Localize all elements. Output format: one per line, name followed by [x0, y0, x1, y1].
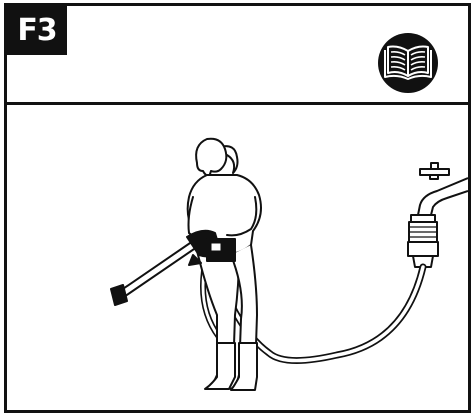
figure-header: F3 [7, 6, 468, 105]
pressure-washer-gun [110, 229, 236, 306]
open-book-icon [378, 33, 438, 93]
figure-frame: F3 [4, 3, 471, 413]
water-tap-icon [407, 162, 468, 268]
figure-label: F3 [17, 13, 57, 48]
figure-label-badge: F3 [7, 6, 67, 55]
pressure-washer-illustration [110, 137, 468, 391]
